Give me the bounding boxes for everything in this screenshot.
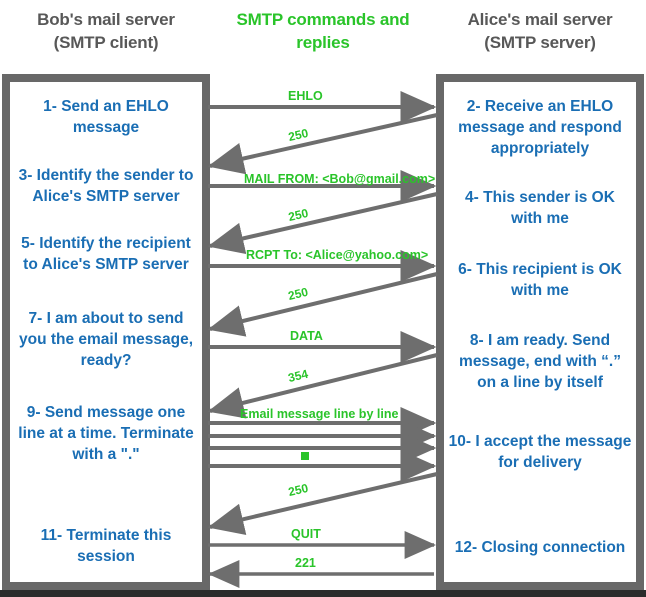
label-msg-ehlo: EHLO xyxy=(288,89,323,103)
arrow-reply-354 xyxy=(207,353,438,419)
arrow-reply-250-c xyxy=(207,272,438,337)
header-client-line2: (SMTP client) xyxy=(53,33,159,52)
arrow-reply-250-b xyxy=(207,192,438,255)
step-11: 11- Terminate this session xyxy=(40,527,172,565)
label-msg-quit: QUIT xyxy=(291,527,321,541)
label-msg-data: DATA xyxy=(290,329,323,343)
label-reply-221: 221 xyxy=(295,556,316,570)
step-7: 7- I am about to send you the email mess… xyxy=(18,310,194,369)
label-msg-rcpt-to: RCPT To: <Alice@yahoo.com> xyxy=(246,248,429,262)
label-msg-mail-from: MAIL FROM: <Bob@gmail.com> xyxy=(244,172,436,186)
step-5: 5- Identify the recipient to Alice's SMT… xyxy=(21,235,191,273)
header-client-line1: Bob's mail server xyxy=(37,10,175,29)
step-12: 12- Closing connection xyxy=(454,539,626,556)
arrow-reply-250-d xyxy=(207,472,438,535)
step-1: 1- Send an EHLO message xyxy=(43,98,169,136)
step-4: 4- This sender is OK with me xyxy=(465,189,615,227)
server-panel-inner: 2- Receive an EHLO message and respond a… xyxy=(444,82,636,582)
bottom-strip xyxy=(0,590,646,597)
step-6: 6- This recipient is OK with me xyxy=(458,261,622,299)
client-panel-inner: 1- Send an EHLO message 3- Identify the … xyxy=(10,82,202,582)
step-10: 10- I accept the message for delivery xyxy=(448,433,632,471)
diagram-headers: Bob's mail server (SMTP client) SMTP com… xyxy=(0,0,646,72)
server-panel: 2- Receive an EHLO message and respond a… xyxy=(436,74,644,590)
header-middle-line2: replies xyxy=(296,33,350,52)
header-middle-line1: SMTP commands and xyxy=(236,10,410,29)
header-server-line1: Alice's mail server xyxy=(467,10,613,29)
client-panel: 1- Send an EHLO message 3- Identify the … xyxy=(2,74,210,590)
arrow-reply-250-a xyxy=(207,113,438,175)
label-msg-email-lines: Email message line by line xyxy=(240,407,399,421)
header-server-line2: (SMTP server) xyxy=(484,33,596,52)
header-middle: SMTP commands and replies xyxy=(214,8,432,54)
message-terminator-dot-icon xyxy=(301,452,309,460)
header-server: Alice's mail server (SMTP server) xyxy=(434,8,646,54)
step-2: 2- Receive an EHLO message and respond a… xyxy=(458,98,622,157)
step-3: 3- Identify the sender to Alice's SMTP s… xyxy=(18,167,194,205)
step-8: 8- I am ready. Send message, end with “.… xyxy=(459,332,621,391)
header-client: Bob's mail server (SMTP client) xyxy=(0,8,212,54)
step-9: 9- Send message one line at a time. Term… xyxy=(18,404,194,463)
